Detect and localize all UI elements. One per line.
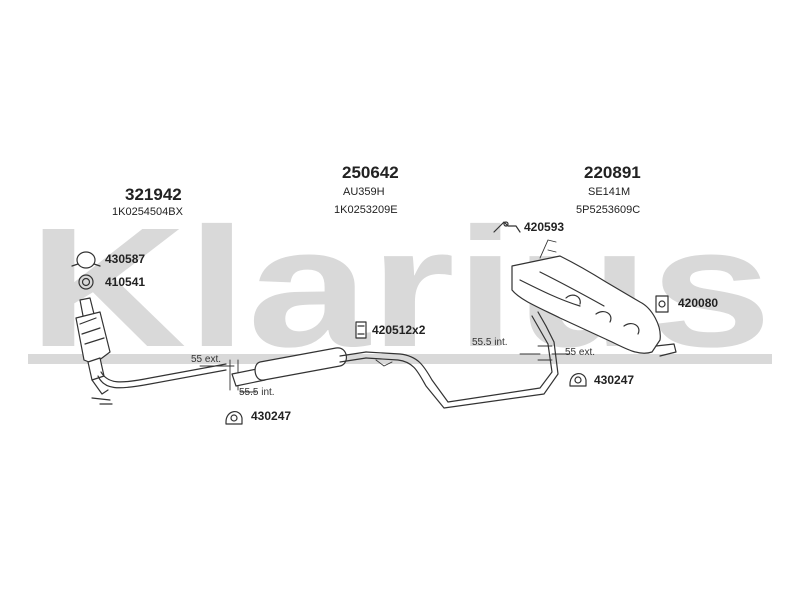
clamp-front-label: 430247 [251, 409, 292, 423]
rubber-mount-front-label: 420512x2 [372, 323, 426, 337]
ring-410541-icon [78, 274, 94, 290]
rear-ext-dimension: 55 ext. [565, 347, 596, 358]
rear-dimension-marks [519, 345, 571, 361]
rear-silencer-icon [511, 239, 677, 357]
front-silencer-number: 250642 [342, 163, 399, 182]
klarius-watermark: Klarius [28, 212, 772, 372]
catalyst-oem: 1K0254504BX [112, 206, 183, 218]
gasket-430587-icon [71, 251, 101, 269]
front-silencer-icon [231, 347, 367, 387]
clamp-rear-label: 430247 [594, 373, 635, 387]
middle-pipe-icon [365, 311, 559, 409]
rear-silencer-number: 220891 [584, 163, 641, 182]
rear-silencer-oem: 5P5253609C [576, 204, 641, 216]
rubber-mount-rear-label: 420080 [678, 296, 719, 310]
rear-int-dimension: 55.5 int. [472, 337, 508, 348]
hanger-bracket-label: 420593 [524, 220, 565, 234]
front-silencer-code: AU359H [343, 186, 385, 198]
front-pipe-icon [97, 363, 227, 389]
clamp-430247-rear-icon [569, 373, 587, 387]
front-silencer-oem: 1K0253209E [334, 204, 398, 216]
rubber-mount-420080-icon [655, 295, 669, 313]
gasket-label: 430587 [105, 252, 146, 266]
rubber-mount-420512-icon [355, 321, 367, 339]
clamp-430247-front-icon [225, 411, 243, 425]
hanger-bracket-420593-icon [493, 221, 521, 233]
front-ext-dimension: 55 ext. [191, 354, 222, 365]
watermark-underline [28, 354, 772, 364]
ring-label: 410541 [105, 275, 146, 289]
rear-silencer-code: SE141M [588, 186, 631, 198]
catalytic-converter-icon [75, 297, 113, 405]
catalyst-number: 321942 [125, 185, 182, 204]
front-int-dimension: 55.5 int. [239, 387, 275, 398]
